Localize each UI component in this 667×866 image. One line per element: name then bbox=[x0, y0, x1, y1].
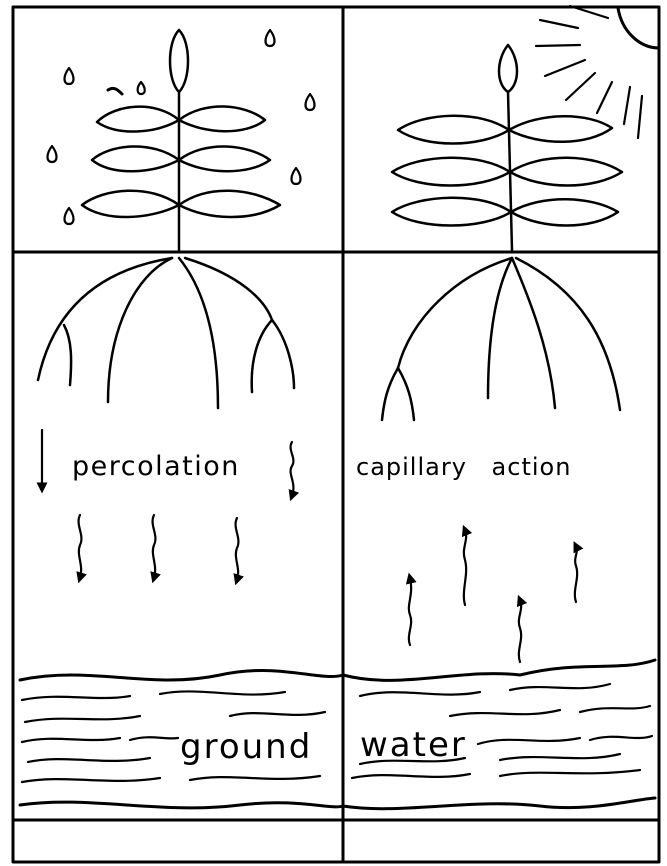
percolation-arrows bbox=[36, 428, 300, 586]
down-arrow bbox=[150, 513, 161, 584]
up-arrow bbox=[405, 572, 417, 647]
water-label: water bbox=[360, 725, 467, 765]
ground-label: ground bbox=[180, 727, 312, 767]
raindrop-icon bbox=[136, 80, 146, 96]
raindrop-icon bbox=[63, 206, 75, 226]
down-arrow bbox=[288, 440, 300, 502]
panel-frame bbox=[11, 5, 661, 864]
percolation-label: percolation bbox=[72, 451, 240, 482]
right-roots bbox=[380, 256, 622, 422]
down-arrow bbox=[76, 513, 87, 584]
raindrops bbox=[46, 28, 316, 226]
capillary-arrows bbox=[405, 524, 584, 664]
raindrop-icon bbox=[290, 166, 302, 186]
up-arrow bbox=[573, 541, 584, 604]
raindrop-icon bbox=[304, 92, 316, 112]
raindrop-icon bbox=[264, 28, 276, 48]
raindrop-icon bbox=[63, 66, 75, 86]
down-arrow bbox=[233, 516, 244, 586]
left-plant bbox=[80, 28, 282, 252]
right-plant bbox=[390, 43, 624, 252]
capillary-action-label: capillary action bbox=[356, 453, 571, 481]
raindrop-icon bbox=[46, 144, 58, 164]
sun-icon bbox=[534, 4, 661, 140]
groundwater-waves bbox=[18, 658, 657, 811]
up-arrow bbox=[516, 594, 528, 664]
left-roots bbox=[36, 256, 296, 410]
up-arrow bbox=[461, 524, 473, 607]
